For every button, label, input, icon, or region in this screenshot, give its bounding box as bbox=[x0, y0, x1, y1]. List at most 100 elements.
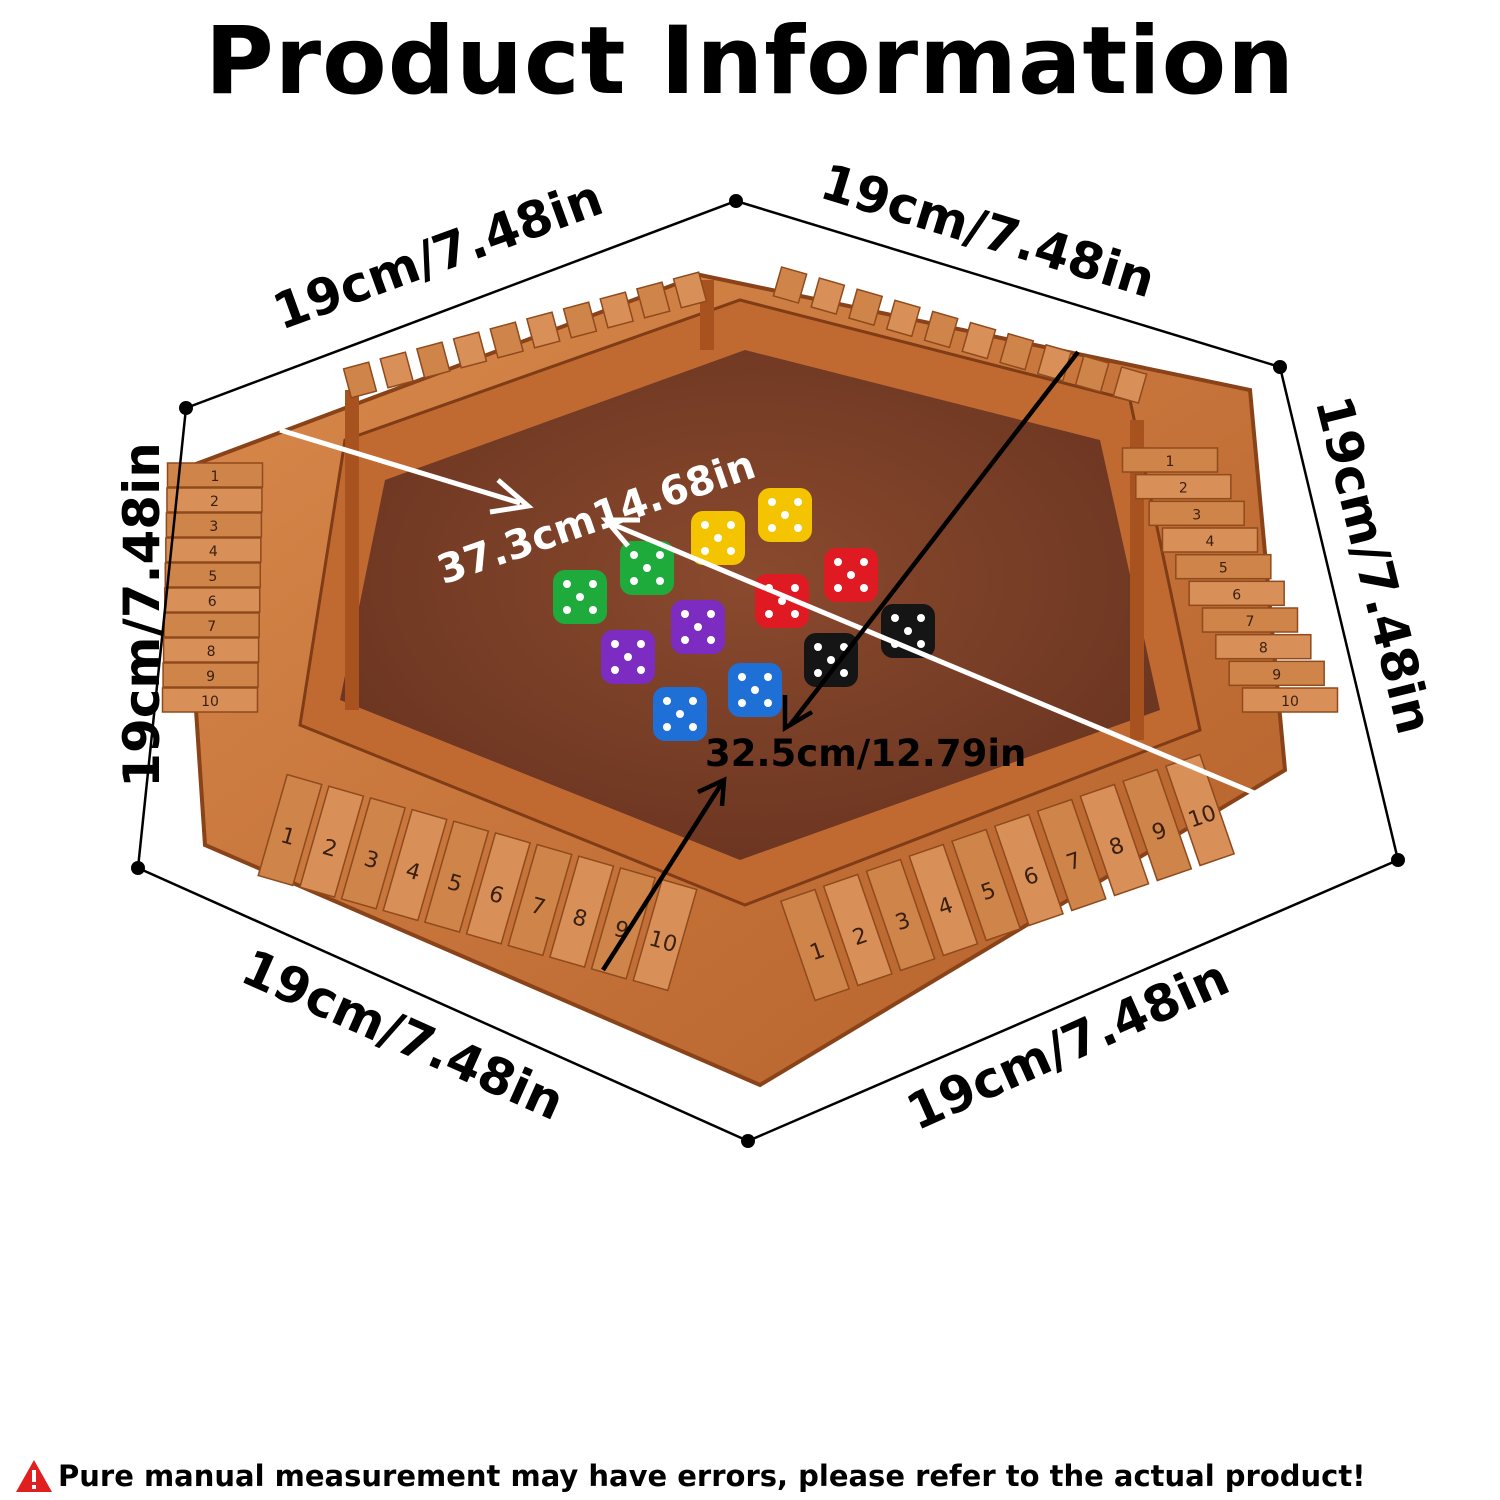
wooden-tile bbox=[452, 331, 488, 369]
tile-number: 8 bbox=[1259, 641, 1268, 657]
disclaimer-text: Pure manual measurement may have errors,… bbox=[58, 1459, 1366, 1493]
wooden-tile bbox=[772, 266, 808, 304]
wooden-tile: 3 bbox=[340, 796, 407, 910]
die bbox=[601, 630, 655, 684]
wooden-tile: 5 bbox=[1175, 553, 1272, 580]
tile-number: 10 bbox=[201, 694, 219, 710]
tile-number: 1 bbox=[211, 469, 220, 485]
wooden-tile bbox=[379, 351, 415, 389]
wooden-tile: 2 bbox=[298, 785, 365, 899]
wooden-tile: 8 bbox=[162, 637, 260, 663]
wooden-tile: 2 bbox=[822, 873, 893, 987]
tile-number: 7 bbox=[1246, 614, 1255, 630]
wooden-tile: 4 bbox=[908, 843, 979, 957]
wooden-tile: 1 bbox=[257, 773, 323, 887]
wooden-tile: 5 bbox=[164, 562, 262, 588]
wooden-tile: 4 bbox=[165, 537, 262, 563]
die bbox=[728, 663, 782, 717]
wooden-tile: 1 bbox=[166, 462, 264, 488]
tile-number: 2 bbox=[1179, 481, 1188, 497]
wooden-tile bbox=[1074, 354, 1110, 393]
wooden-tile bbox=[672, 271, 708, 309]
edge-label-left: 19cm/7.48in bbox=[112, 442, 171, 788]
hexagon-vertices bbox=[131, 194, 1405, 1148]
dice-group bbox=[553, 488, 935, 741]
wooden-tile: 6 bbox=[163, 587, 261, 613]
die bbox=[824, 548, 878, 602]
tile-number: 9 bbox=[1272, 667, 1281, 683]
tile-number: 7 bbox=[207, 619, 216, 635]
short-diagonal-arrow bbox=[601, 350, 1080, 972]
wooden-tile bbox=[525, 311, 561, 349]
wooden-tile: 1 bbox=[1121, 447, 1219, 473]
tile-number: 7 bbox=[528, 893, 548, 921]
wooden-tile bbox=[342, 361, 378, 399]
warning-icon bbox=[16, 1460, 52, 1492]
tile-number: 1 bbox=[1166, 454, 1175, 470]
tile-number: 9 bbox=[206, 669, 215, 685]
wooden-tile: 10 bbox=[632, 878, 698, 992]
wooden-tile: 8 bbox=[1215, 633, 1312, 660]
wooden-tile: 10 bbox=[1164, 753, 1236, 867]
tile-number: 3 bbox=[1192, 507, 1201, 523]
wooden-tile bbox=[415, 341, 451, 379]
wooden-tile: 9 bbox=[590, 866, 657, 980]
page-title: Product Information bbox=[204, 7, 1296, 116]
wooden-tile: 7 bbox=[507, 843, 573, 957]
wooden-tile bbox=[489, 321, 525, 359]
wooden-tile bbox=[599, 291, 635, 329]
short-diagonal-label: 32.5cm/12.79in bbox=[705, 732, 1027, 775]
wooden-tile: 9 bbox=[162, 662, 259, 688]
tile-number: 9 bbox=[611, 917, 631, 945]
die bbox=[804, 633, 858, 687]
wooden-tile bbox=[923, 310, 959, 349]
tile-number: 2 bbox=[210, 494, 219, 510]
tile-number: 8 bbox=[569, 905, 589, 933]
tile-number: 2 bbox=[319, 835, 339, 863]
tile-number: 6 bbox=[208, 594, 217, 610]
tile-number: 6 bbox=[486, 882, 506, 910]
wooden-tile: 8 bbox=[1079, 783, 1150, 897]
die bbox=[620, 541, 674, 595]
wooden-tile: 2 bbox=[166, 487, 263, 513]
die bbox=[671, 600, 725, 654]
wooden-tile: 2 bbox=[1135, 473, 1232, 500]
felt-surface bbox=[340, 350, 1160, 860]
wooden-tile: 4 bbox=[1161, 527, 1259, 553]
tile-number: 5 bbox=[444, 870, 464, 898]
wooden-tile: 7 bbox=[1036, 798, 1107, 912]
wooden-tile: 6 bbox=[1188, 580, 1285, 607]
wooden-tile: 6 bbox=[465, 831, 532, 945]
wooden-tile: 8 bbox=[548, 855, 615, 969]
wooden-tile: 1 bbox=[779, 888, 851, 1002]
tile-number: 1 bbox=[278, 823, 298, 851]
tile-number: 4 bbox=[209, 544, 218, 560]
wooden-tile bbox=[810, 277, 846, 316]
tile-number: 6 bbox=[1232, 587, 1241, 603]
wooden-tile: 9 bbox=[1228, 660, 1325, 687]
tile-number: 10 bbox=[1281, 694, 1299, 710]
wooden-tile: 9 bbox=[1122, 768, 1193, 882]
tile-number: 4 bbox=[403, 858, 423, 886]
wooden-tile: 7 bbox=[163, 612, 260, 638]
wooden-tile: 6 bbox=[993, 813, 1064, 927]
tile-number: 4 bbox=[1206, 534, 1215, 550]
tile-number: 3 bbox=[209, 519, 218, 535]
die bbox=[691, 511, 745, 565]
wooden-tile bbox=[885, 299, 921, 338]
wooden-tile bbox=[961, 321, 997, 360]
wooden-tile bbox=[635, 281, 671, 319]
wooden-tile: 3 bbox=[1148, 500, 1245, 527]
wooden-tile: 7 bbox=[1201, 607, 1299, 633]
die bbox=[758, 488, 812, 542]
tile-number: 5 bbox=[1219, 561, 1228, 577]
wooden-tile: 3 bbox=[865, 858, 936, 972]
tile-number: 5 bbox=[208, 569, 217, 585]
tile-number: 8 bbox=[207, 644, 216, 660]
disclaimer: Pure manual measurement may have errors,… bbox=[14, 1458, 1494, 1494]
wooden-tile: 3 bbox=[165, 512, 263, 538]
wooden-tile bbox=[1112, 366, 1148, 404]
wooden-tile: 4 bbox=[382, 808, 448, 922]
tile-number: 3 bbox=[361, 847, 381, 875]
die bbox=[653, 687, 707, 741]
